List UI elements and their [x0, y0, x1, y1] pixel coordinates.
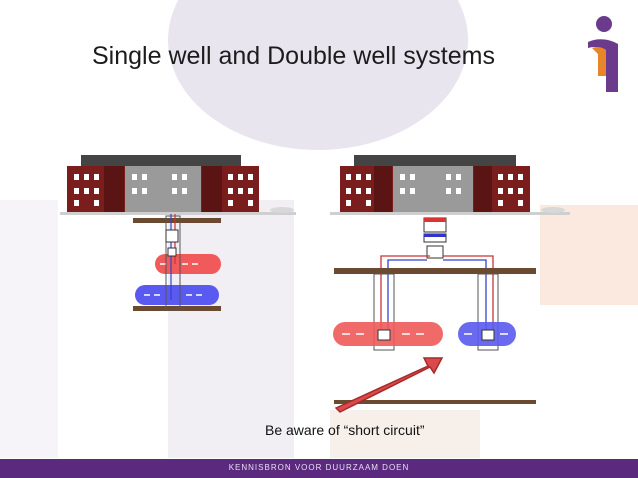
single-well-diagram [60, 155, 296, 311]
pump-cold [481, 329, 495, 341]
heat-exchanger-right [426, 245, 444, 259]
ground-layer-bottom-right [334, 400, 536, 404]
background-band-bottom [330, 410, 480, 458]
ground-layer-top-left [133, 218, 221, 223]
car-right [541, 207, 565, 213]
background-column-left [168, 200, 294, 458]
logo-head-icon [596, 16, 612, 32]
car-left [270, 207, 294, 213]
logo-accent-icon [592, 46, 606, 76]
background-band-right [540, 205, 638, 305]
cold-well [477, 273, 499, 351]
footer-bar: KENNISBRON VOOR DUURZAAM DOEN [0, 459, 638, 478]
building-left [60, 155, 296, 215]
short-circuit-caption: Be aware of “short circuit” [265, 422, 425, 438]
short-circuit-arrow [334, 357, 444, 413]
background-band-left [0, 200, 58, 458]
single-well [165, 215, 181, 311]
building-right [330, 155, 570, 215]
cold-aquifer-left [135, 285, 219, 305]
logo-body-icon [588, 39, 618, 92]
double-well-diagram [330, 155, 570, 404]
slide-title: Single well and Double well systems [92, 42, 495, 70]
footer-text: KENNISBRON VOOR DUURZAAM DOEN [228, 463, 410, 472]
pump-left [167, 247, 177, 257]
cold-pipe [443, 259, 487, 335]
ground-layer-bottom-left [133, 306, 221, 311]
warm-well [373, 273, 395, 351]
pump-warm [377, 329, 391, 341]
i-person-logo [588, 16, 618, 92]
heat-exchanger-left [165, 229, 179, 243]
warm-pipe [380, 255, 430, 335]
ground-layer-top-right [334, 268, 536, 274]
background-circle [168, 0, 468, 150]
